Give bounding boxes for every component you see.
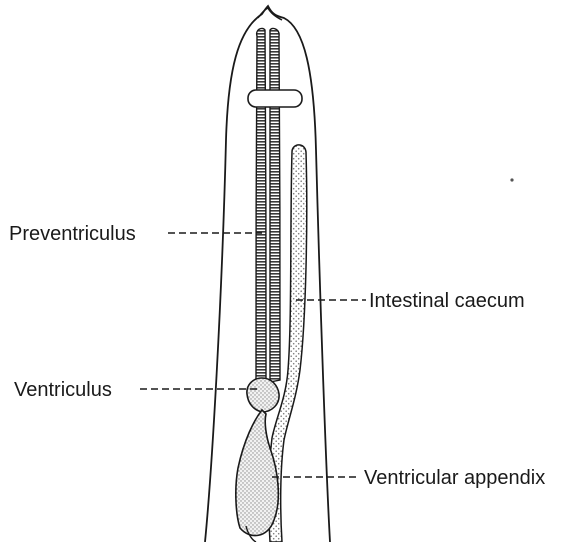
preventriculus-column-right — [270, 28, 280, 382]
label-ventriculus: Ventriculus — [14, 379, 112, 401]
nerve-ring — [248, 90, 302, 107]
preventriculus-column-left — [256, 28, 266, 382]
label-preventriculus: Preventriculus — [9, 223, 136, 245]
label-intestinal-caecum: Intestinal caecum — [369, 290, 525, 312]
stray-dot — [510, 178, 513, 181]
ventricular-appendix — [236, 410, 279, 536]
ventriculus — [247, 378, 279, 412]
label-ventricular-appendix: Ventricular appendix — [364, 467, 545, 489]
